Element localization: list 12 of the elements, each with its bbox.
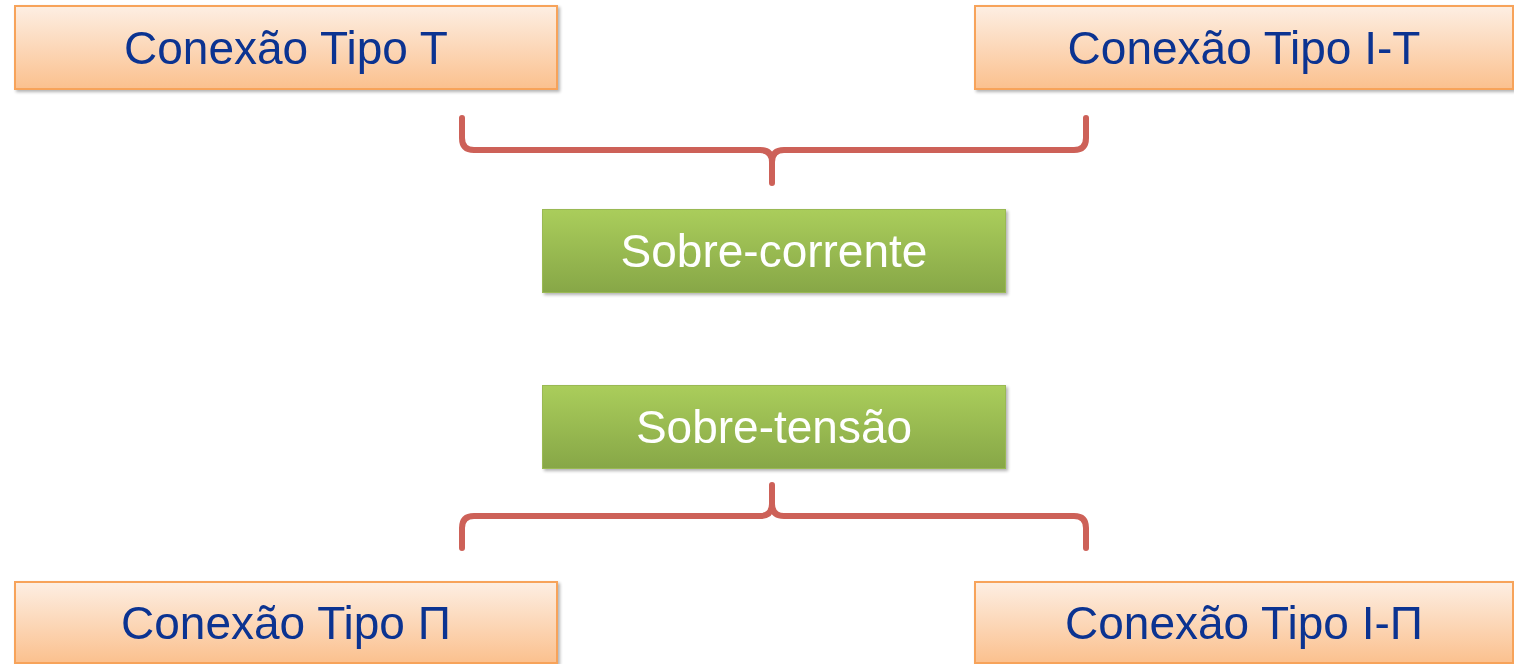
box-label: Sobre-corrente	[620, 224, 928, 278]
box-label: Conexão Tipo T	[124, 20, 448, 75]
box-label: Sobre-tensão	[635, 400, 913, 454]
box-label: Conexão Tipo Π	[121, 595, 451, 650]
connection-type-box	[974, 5, 1514, 90]
connection-type-box	[14, 581, 558, 664]
fault-type-box	[542, 209, 1006, 293]
connection-type-box	[14, 5, 558, 90]
fault-type-box	[542, 385, 1006, 469]
box-label: Conexão Tipo I-T	[1067, 20, 1421, 75]
box-label: Conexão Tipo I-Π	[1065, 595, 1423, 650]
connection-type-box	[974, 581, 1514, 664]
